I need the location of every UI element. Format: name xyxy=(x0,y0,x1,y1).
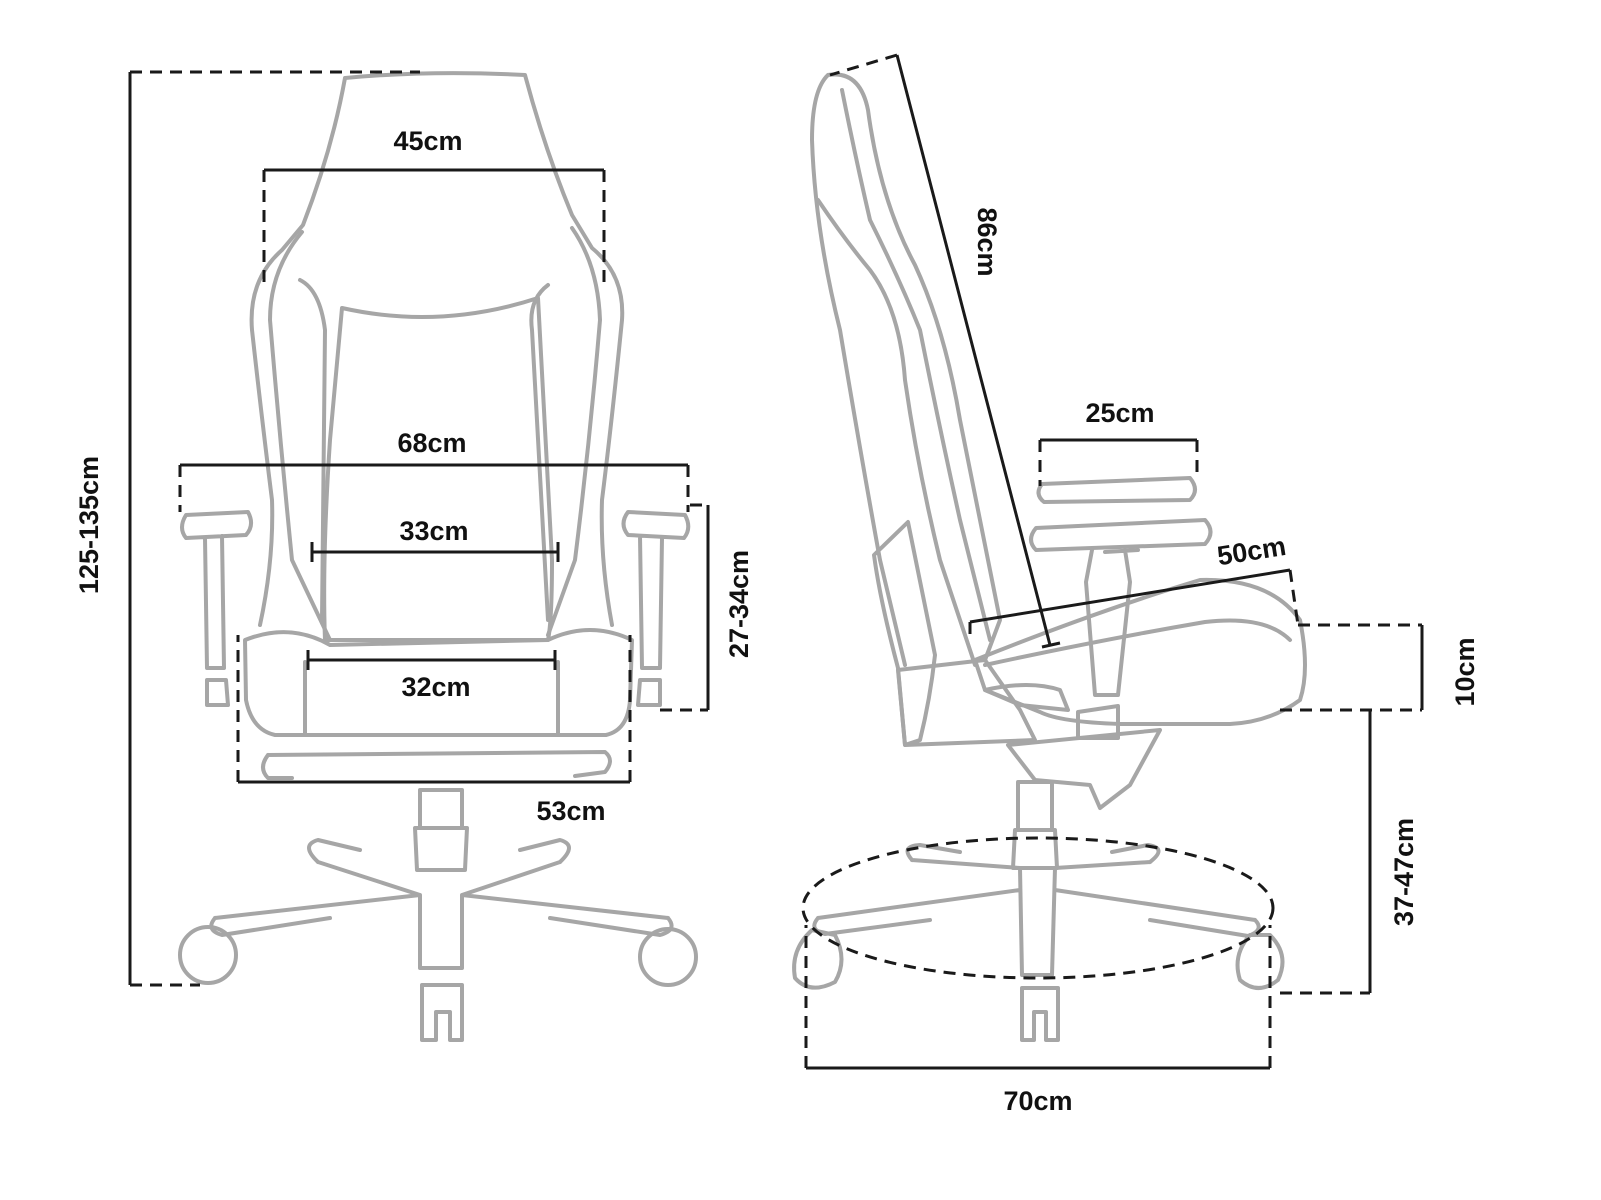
side-caster-center xyxy=(1020,986,1060,1042)
label-seat-width: 32cm xyxy=(401,672,470,702)
label-lumbar-width: 33cm xyxy=(399,516,468,546)
front-side-bolster-right xyxy=(529,226,602,637)
base-diameter-ellipse xyxy=(801,836,1275,980)
side-seat-seam xyxy=(983,618,1292,667)
side-armrest-post xyxy=(1076,548,1140,740)
side-back-bracket xyxy=(872,520,937,747)
label-headrest-width: 45cm xyxy=(393,126,462,156)
label-armrest-length: 25cm xyxy=(1085,398,1154,428)
label-seat-depth: 50cm xyxy=(1215,531,1288,571)
side-backrest-contour-2 xyxy=(816,198,977,667)
label-backrest-height: 86cm xyxy=(972,207,1002,276)
side-view-dimensions: 86cm 25cm 50cm 10cm 37-47cm 70cm xyxy=(801,53,1480,1116)
side-seat-cushion xyxy=(973,577,1307,726)
front-caster-center xyxy=(420,983,464,1042)
front-gas-lift xyxy=(413,788,469,872)
label-base-diameter: 70cm xyxy=(1003,1086,1072,1116)
side-caster-right xyxy=(1235,933,1285,990)
front-armrest-right xyxy=(621,510,691,707)
backrest-height-ext xyxy=(829,53,898,77)
front-seat-front xyxy=(303,660,560,737)
front-side-bolster-left xyxy=(268,230,332,642)
lumbar-width-line xyxy=(310,542,560,562)
backrest-height-line xyxy=(895,54,1061,649)
front-seat-cushion xyxy=(243,628,634,737)
front-backrest-outline xyxy=(249,71,625,627)
side-armrest-pad xyxy=(1029,518,1213,552)
front-star-base xyxy=(209,838,674,970)
label-base-width: 53cm xyxy=(536,796,605,826)
side-gas-lift xyxy=(1011,780,1059,870)
side-backrest-contour-1 xyxy=(840,88,992,642)
front-armrest-left xyxy=(180,510,253,707)
label-overall-width: 68cm xyxy=(397,428,466,458)
side-backrest-outline xyxy=(810,72,1002,667)
side-seat-pan xyxy=(896,658,1037,747)
label-cushion-thickness: 10cm xyxy=(1450,637,1480,706)
front-view-chair xyxy=(178,71,698,1042)
front-view-dimensions: 125-135cm 45cm 68cm 33cm 32cm 53cm 27-34… xyxy=(74,70,754,987)
label-total-height: 125-135cm xyxy=(74,456,104,594)
front-caster-right xyxy=(638,927,698,987)
seat-width-line xyxy=(306,650,557,670)
seat-depth-line xyxy=(969,568,1291,624)
front-back-pad xyxy=(322,296,554,642)
seat-depth-ext-right xyxy=(1288,569,1300,626)
side-mechanism xyxy=(983,683,1162,810)
front-seat-mechanism xyxy=(261,750,612,780)
label-seat-height: 37-47cm xyxy=(1389,818,1419,926)
front-caster-left xyxy=(178,925,238,985)
side-armrest-top xyxy=(1036,476,1197,504)
side-star-base xyxy=(812,843,1261,977)
side-caster-left xyxy=(792,928,844,990)
label-armrest-height: 27-34cm xyxy=(724,550,754,658)
